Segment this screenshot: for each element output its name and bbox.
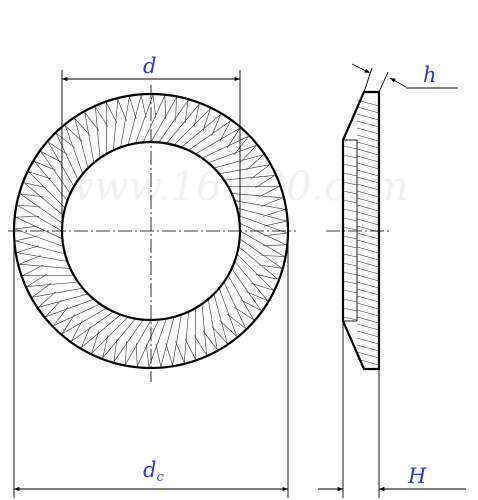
height-label: H — [407, 464, 427, 488]
inner-diameter-dimension: d — [61, 54, 241, 231]
contact-diameter-dimension: dc — [13, 231, 289, 498]
serration-hatching — [13, 93, 289, 369]
height-dimension: H — [318, 321, 466, 498]
contact-diameter-main: d — [143, 458, 156, 482]
side-serrations — [342, 99, 380, 366]
thickness-label: h — [423, 63, 437, 87]
thickness-dimension: h — [351, 63, 458, 93]
front-view — [8, 85, 296, 382]
side-view — [326, 90, 392, 371]
inner-diameter-label: d — [143, 54, 156, 78]
contact-diameter-label: dc — [143, 458, 164, 485]
contact-diameter-subscript: c — [156, 470, 164, 485]
